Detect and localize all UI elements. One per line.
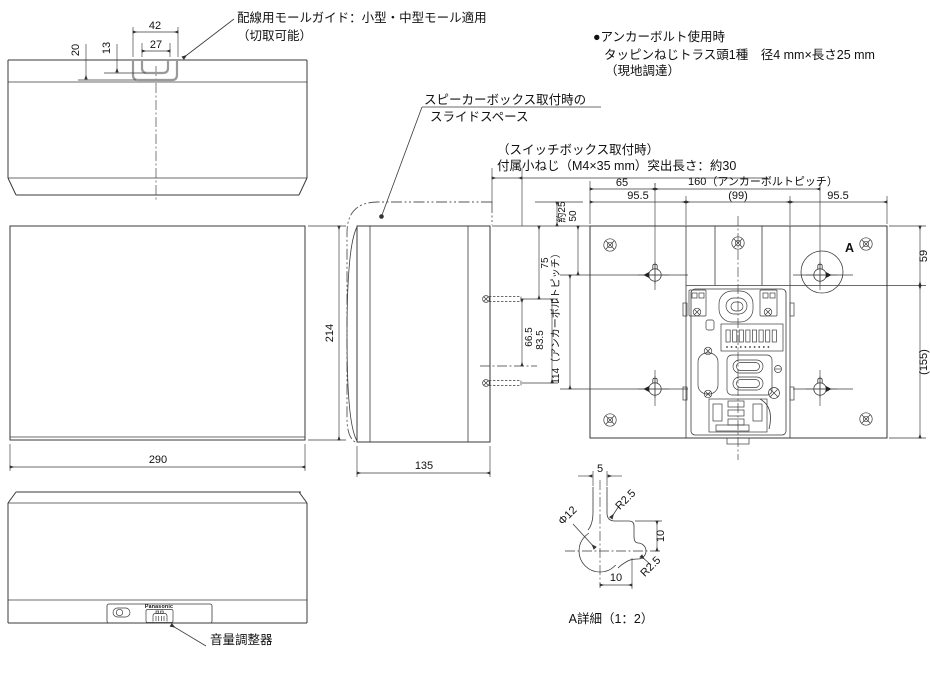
rear-view: A bbox=[589, 175, 930, 460]
top-view-dimensions bbox=[78, 27, 179, 81]
bottom-view: Panasonic bbox=[7, 491, 308, 624]
dim-59: 59 bbox=[918, 250, 930, 262]
dim-135: 135 bbox=[415, 460, 433, 472]
switch-note-line2: 付属小ねじ（M4×35 mm）突出長さ：約30 bbox=[497, 158, 736, 173]
rear-top-dimensions: 65 160（アンカーボルトピッチ） 95.5 (99) 95.5 bbox=[589, 175, 888, 225]
switch-note-line1: （スイッチボックス取付時） bbox=[497, 143, 659, 157]
mounting-pitch-dimensions: 約25 50 75 66.5 83.5 114（アンカーボルトピッチ） bbox=[480, 201, 688, 390]
cable-clamp bbox=[718, 290, 754, 323]
dim-99: (99) bbox=[728, 190, 748, 202]
screw-icon bbox=[692, 307, 702, 317]
slide-note-line1: スピーカーボックス取付時の bbox=[424, 93, 586, 107]
anchor-bolt-note: ●アンカーボルト使用時 タッピンねじトラス頭1種 径4 mm×長さ25 mm （… bbox=[593, 29, 875, 78]
top-view: 42 27 20 13 bbox=[7, 20, 308, 200]
detail-a-caption: A詳細（1：2） bbox=[569, 611, 654, 626]
corner-screw-icon bbox=[603, 238, 617, 252]
control-panel: Panasonic bbox=[106, 603, 213, 624]
volume-slider-icon bbox=[145, 609, 174, 623]
front-view-dimensions bbox=[9, 225, 346, 471]
volume-callout-label: 音量調整器 bbox=[210, 632, 273, 647]
corner-screw-icon bbox=[859, 412, 873, 426]
screw-icon bbox=[703, 346, 713, 356]
dim-290: 290 bbox=[149, 454, 167, 466]
mold-callout-line2: （切取可能） bbox=[237, 29, 312, 43]
dim-83-5: 83.5 bbox=[535, 330, 546, 350]
slide-space-phantom-line bbox=[346, 201, 492, 444]
dim-95-5-left: 95.5 bbox=[627, 190, 648, 202]
slide-note-line2: スライドスペース bbox=[430, 110, 529, 124]
side-view: 135 bbox=[346, 201, 522, 477]
keyhole-slot-icon bbox=[637, 261, 670, 285]
connector bbox=[697, 346, 719, 399]
mold-callout-line1: 配線用モールガイド：小型・中型モール適用 bbox=[237, 10, 487, 25]
volume-callout: 音量調整器 bbox=[169, 623, 273, 647]
dim-160-anchor-pitch: 160（アンカーボルトピッチ） bbox=[688, 175, 838, 188]
corner-screw-icon bbox=[859, 237, 873, 251]
mold-guide-callout: 配線用モールガイド：小型・中型モール適用 （切取可能） bbox=[181, 10, 487, 60]
anchor-note-line3: （現地調達） bbox=[605, 64, 680, 78]
keyhole-slot-icon bbox=[805, 261, 838, 285]
switch-box-note: （スイッチボックス取付時） 付属小ねじ（M4×35 mm）突出長さ：約30 bbox=[491, 143, 768, 226]
detail-a-view: 5 R2.5 Φ12 10 R2.5 10 A詳細（1：2） bbox=[556, 463, 667, 626]
detail-dim-10-bottom: 10 bbox=[610, 572, 622, 584]
dim-65: 65 bbox=[616, 177, 628, 189]
front-view: 214 290 bbox=[9, 225, 346, 471]
dim-214: 214 bbox=[324, 324, 336, 342]
detail-dim-10-right: 10 bbox=[655, 530, 667, 542]
toggle-icon bbox=[112, 607, 131, 618]
dim-114-anchor-pitch: 114（アンカーボルトピッチ） bbox=[550, 248, 562, 384]
terminal-block bbox=[726, 354, 773, 396]
detail-a-circle bbox=[800, 250, 844, 294]
mounting-screw-icon bbox=[482, 379, 522, 387]
terminal-compartment bbox=[688, 289, 784, 445]
dim-42: 42 bbox=[149, 20, 161, 32]
detail-dim-5: 5 bbox=[597, 463, 603, 475]
panasonic-logo: Panasonic bbox=[145, 604, 173, 610]
slide-space-callout: スピーカーボックス取付時の スライドスペース bbox=[379, 93, 601, 219]
wire bbox=[759, 398, 771, 430]
mold-guide-notch bbox=[131, 60, 179, 82]
detail-a-dimensions bbox=[572, 471, 662, 589]
screw-icon bbox=[763, 307, 773, 317]
dim-approx-25: 約25 bbox=[555, 201, 568, 223]
leader-dot bbox=[379, 214, 384, 219]
dip-switch-strip bbox=[720, 323, 784, 352]
anchor-note-line1: ●アンカーボルト使用時 bbox=[593, 29, 726, 44]
dim-95-5-right: 95.5 bbox=[827, 190, 848, 202]
dim-75: 75 bbox=[540, 257, 551, 269]
side-view-dimensions bbox=[356, 446, 491, 477]
rear-right-dimensions: 59 (155) bbox=[887, 225, 930, 439]
bottom-connector-block bbox=[708, 398, 768, 433]
dim-20: 20 bbox=[70, 44, 82, 56]
corner-screw-icon bbox=[603, 413, 617, 427]
keyhole-slot-icon bbox=[637, 375, 670, 399]
dim-155: (155) bbox=[918, 349, 930, 375]
keyhole-slot-icon bbox=[805, 375, 838, 399]
dim-66-5: 66.5 bbox=[524, 327, 535, 347]
dim-50: 50 bbox=[568, 210, 579, 222]
detail-dim-dia-12: Φ12 bbox=[556, 504, 579, 527]
dim-27: 27 bbox=[150, 39, 162, 51]
detail-a-label: A bbox=[845, 241, 854, 255]
dim-13: 13 bbox=[101, 42, 113, 54]
mounting-screw-icon bbox=[482, 295, 522, 303]
anchor-note-line2: タッピンねじトラス頭1種 径4 mm×長さ25 mm bbox=[604, 48, 875, 62]
